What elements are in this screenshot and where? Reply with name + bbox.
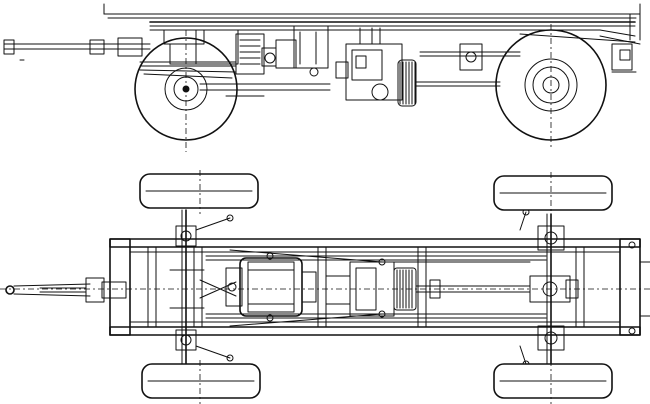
side-flywheel <box>397 59 417 107</box>
plan-rear-axle <box>519 208 579 368</box>
plan-front-left-wheel <box>139 170 259 214</box>
plan-view <box>0 170 650 404</box>
side-frame-rail <box>149 21 641 45</box>
plan-front-right-wheel <box>141 360 261 404</box>
plan-rear-extension <box>628 241 650 335</box>
body-outline-top <box>103 3 641 41</box>
plan-frame <box>109 238 641 336</box>
plan-rear-right-wheel <box>493 360 613 404</box>
plan-drive-shaft <box>415 279 531 299</box>
plan-tow-bar <box>5 277 127 303</box>
plan-engine <box>225 257 317 317</box>
side-drive-shaft <box>415 43 521 87</box>
plan-rear-left-wheel <box>493 172 613 216</box>
plan-front-axle <box>169 209 237 369</box>
plan-gearbox <box>325 261 417 317</box>
side-front-wheel <box>134 30 238 152</box>
side-rear-bracket <box>611 43 637 73</box>
side-rear-wheel <box>495 24 607 150</box>
side-tow-bar <box>3 37 151 61</box>
side-engine-block <box>335 27 403 101</box>
plan-tie-rods <box>205 249 547 327</box>
side-front-assembly <box>139 25 331 97</box>
side-elevation-view <box>3 3 641 152</box>
